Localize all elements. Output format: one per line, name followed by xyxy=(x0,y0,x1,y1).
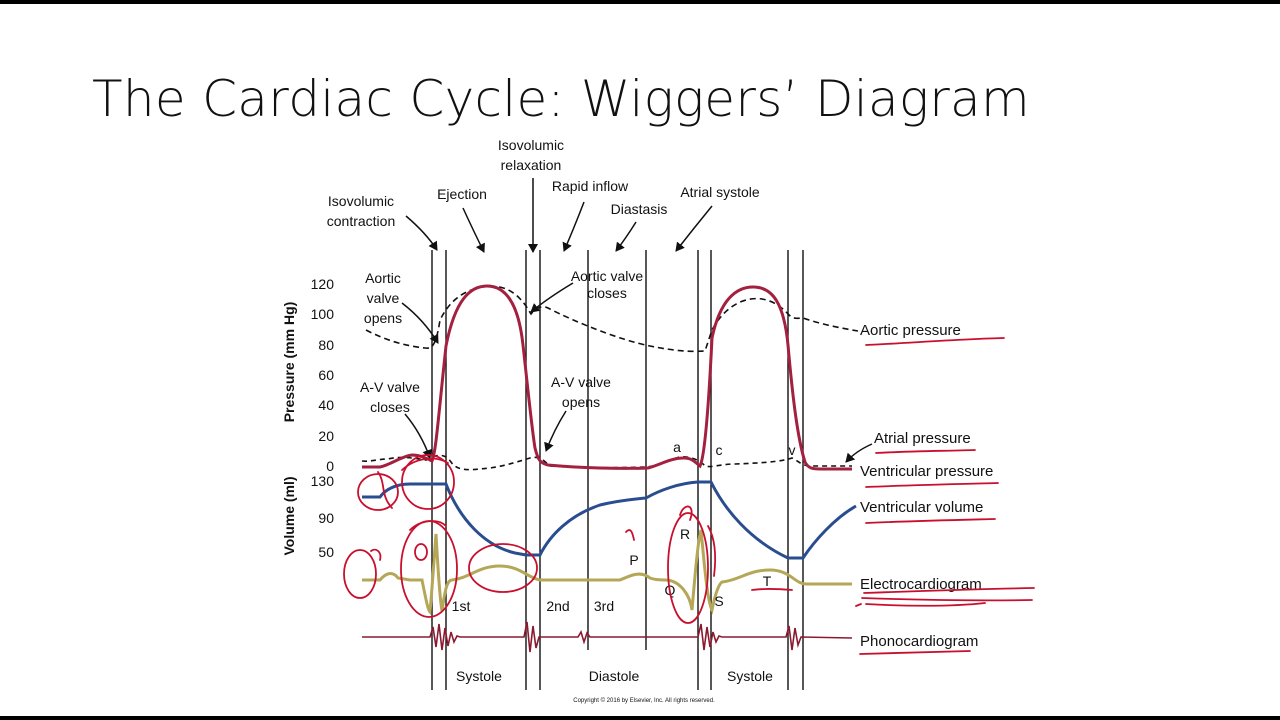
label-ejection: Ejection xyxy=(437,186,487,202)
ecg-curve xyxy=(362,529,852,616)
circle-ecg-qrs-stroke xyxy=(409,520,447,531)
label-isovolumic-relaxation-2: relaxation xyxy=(501,157,562,173)
ventricular-pressure-curve xyxy=(362,284,852,471)
wiggers-diagram: Isovolumic contraction Ejection Isovolum… xyxy=(281,137,1035,704)
wave-a-label: a xyxy=(673,439,681,455)
aortic-pressure-curve xyxy=(365,285,859,353)
heart-sound-3rd: 3rd xyxy=(594,598,614,614)
pressure-tick: 40 xyxy=(318,397,334,413)
circle-ecg-r xyxy=(667,512,709,624)
slide: The Cardiac Cycle: Wiggers’ Diagram Isov… xyxy=(0,4,1280,716)
period-systole-2: Systole xyxy=(727,668,773,684)
wave-v-label: v xyxy=(789,442,796,458)
underline-electrocardiogram-3 xyxy=(865,602,986,607)
volume-tick: 130 xyxy=(311,473,335,489)
arrow-av-valve-opens xyxy=(544,410,567,452)
underline-electrocardiogram-2 xyxy=(861,597,1033,602)
label-aortic-pressure: Aortic pressure xyxy=(860,322,961,339)
arrow-diastasis xyxy=(615,221,637,252)
pressure-axis-label: Pressure (mm Hg) xyxy=(281,302,297,423)
circle-ecg-p-mark xyxy=(625,529,635,541)
underline-ventricular-pressure xyxy=(865,482,999,488)
arrow-atrial-systole xyxy=(675,205,713,252)
note-aortic-valve-opens-2: valve xyxy=(367,290,400,306)
underline-electrocardiogram xyxy=(863,587,1035,594)
label-electrocardiogram: Electrocardiogram xyxy=(860,576,982,593)
note-aortic-valve-opens-3: opens xyxy=(364,310,402,326)
circle-volume-plateau-stroke xyxy=(401,457,449,471)
pressure-tick: 20 xyxy=(318,428,334,444)
note-av-valve-opens-1: A-V valve xyxy=(551,374,611,390)
volume-axis-label: Volume (ml) xyxy=(281,476,297,555)
slide-title: The Cardiac Cycle: Wiggers’ Diagram xyxy=(92,70,1030,128)
circle-volume-start-stroke xyxy=(377,471,393,509)
hand-annotations xyxy=(343,337,1035,655)
circle-volume-plateau xyxy=(401,454,455,510)
ecg-r-label: R xyxy=(680,526,690,542)
pressure-tick: 0 xyxy=(326,458,334,474)
label-phonocardiogram: Phonocardiogram xyxy=(860,633,978,650)
underline-aortic-pressure xyxy=(865,337,1005,346)
underline-electrocardiogram-tick xyxy=(855,603,862,607)
label-diastasis: Diastasis xyxy=(611,201,668,217)
pressure-tick: 100 xyxy=(311,306,335,322)
underline-ventricular-volume xyxy=(865,518,996,524)
underline-ecg-t xyxy=(751,587,793,591)
phase-lines xyxy=(431,250,804,690)
wave-c-label: c xyxy=(716,442,723,458)
underline-phonocardiogram xyxy=(859,650,971,655)
label-isovolumic-contraction-2: contraction xyxy=(327,213,395,229)
label-isovolumic-relaxation-1: Isovolumic xyxy=(498,137,564,153)
copyright: Copyright © 2016 by Elsevier, Inc. All r… xyxy=(573,697,715,704)
pressure-tick: 120 xyxy=(311,276,335,292)
arrow-isovolumic-contraction xyxy=(405,215,438,251)
circle-ecg-small xyxy=(414,543,428,561)
circle-ecg-t xyxy=(468,543,538,593)
arrow-ejection xyxy=(462,207,485,253)
label-ventricular-pressure: Ventricular pressure xyxy=(860,463,993,480)
ventricular-volume-curve xyxy=(362,480,857,560)
pressure-tick: 60 xyxy=(318,367,334,383)
period-systole-1: Systole xyxy=(456,668,502,684)
ecg-p-label: P xyxy=(629,552,638,568)
volume-tick: 50 xyxy=(318,544,334,560)
arrow-av-valve-closes xyxy=(404,413,432,459)
label-ventricular-volume: Ventricular volume xyxy=(860,499,983,516)
underline-atrial-pressure xyxy=(875,449,976,454)
circle-ecg-qrs xyxy=(400,520,458,618)
ecg-s-label: S xyxy=(714,593,723,609)
circle-ecg-r-loop xyxy=(679,505,693,521)
label-rapid-inflow: Rapid inflow xyxy=(552,178,629,194)
circle-ecg-p xyxy=(343,549,377,599)
phonocardiogram-curve xyxy=(362,621,853,653)
label-atrial-pressure: Atrial pressure xyxy=(874,430,971,447)
arrow-rapid-inflow xyxy=(562,201,585,252)
note-av-valve-opens-2: opens xyxy=(562,394,600,410)
label-isovolumic-contraction-1: Isovolumic xyxy=(328,193,394,209)
note-aortic-valve-opens-1: Aortic xyxy=(365,270,401,286)
circle-ecg-p-stroke xyxy=(370,548,382,561)
pressure-tick: 80 xyxy=(318,337,334,353)
circle-volume-start xyxy=(357,473,399,511)
note-aortic-valve-closes-2: closes xyxy=(587,285,627,301)
arrow-aortic-valve-opens xyxy=(401,302,439,344)
period-diastole: Diastole xyxy=(589,668,640,684)
circle-ecg-s xyxy=(707,525,716,577)
arrow-atrial-pressure xyxy=(845,443,873,463)
note-av-valve-closes-1: A-V valve xyxy=(360,379,420,395)
label-atrial-systole: Atrial systole xyxy=(680,184,760,200)
ecg-t-label: T xyxy=(763,573,772,589)
heart-sound-1st: 1st xyxy=(452,598,471,614)
arrow-aortic-valve-closes xyxy=(530,282,574,313)
note-aortic-valve-closes-1: Aortic valve xyxy=(571,268,644,284)
volume-tick: 90 xyxy=(318,510,334,526)
note-av-valve-closes-2: closes xyxy=(370,399,410,415)
heart-sound-2nd: 2nd xyxy=(546,598,569,614)
